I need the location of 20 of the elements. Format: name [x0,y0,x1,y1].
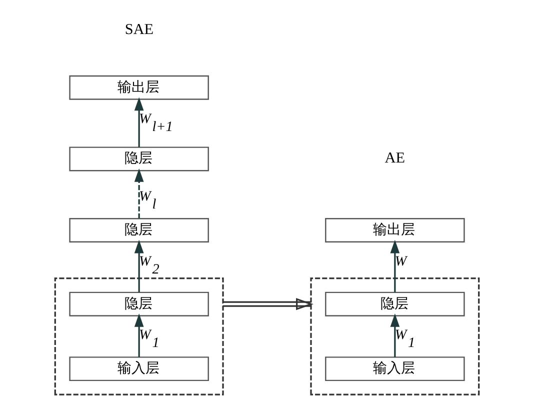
label: SAE [124,21,154,38]
arrow [134,168,144,218]
arrow [134,240,144,292]
node-box: 隐层 [69,146,209,172]
arrow [223,298,314,310]
node-box: 输入层 [325,356,465,382]
node-box: 隐层 [325,292,465,316]
arrow [390,240,400,292]
edge-label: W [394,253,407,270]
node-box: 隐层 [69,292,209,316]
node-box: 输出层 [325,218,465,242]
node-box: 输入层 [69,356,209,382]
arrow [390,314,400,358]
arrow [134,97,144,148]
label: AE [384,150,406,166]
cluster [54,277,224,396]
cluster [310,277,480,396]
arrow [134,314,144,358]
node-box: 隐层 [69,218,209,242]
node-box: 输出层 [69,75,209,100]
